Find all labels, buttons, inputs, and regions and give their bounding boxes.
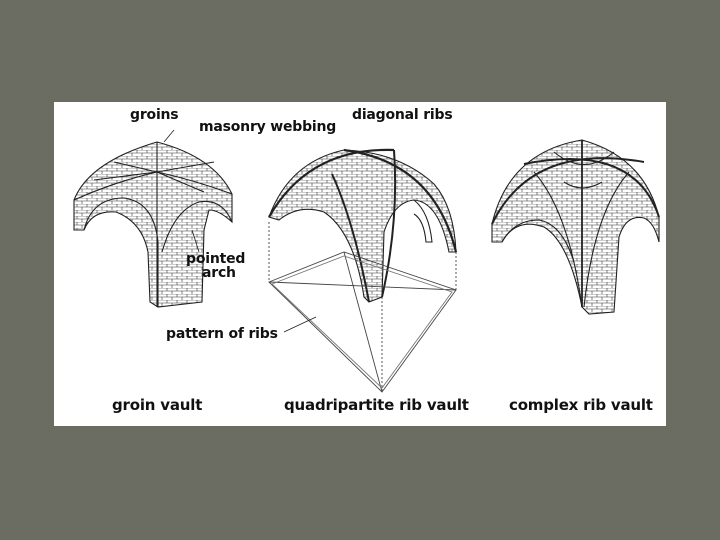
- vault-diagram-figure: groins masonry webbing diagonal ribs poi…: [54, 102, 666, 426]
- diagonal-ribs-label: diagonal ribs: [352, 107, 453, 123]
- rib-plan-pattern: [268, 222, 457, 393]
- pointed-label: pointed: [186, 251, 246, 267]
- groin-vault-drawing: [73, 141, 233, 308]
- quadripartite-rib-vault-caption: quadripartite rib vault: [284, 396, 469, 414]
- quadripartite-vault-drawing: [268, 148, 458, 303]
- groin-vault-caption: groin vault: [112, 396, 203, 414]
- label-leader-lines: [163, 129, 317, 333]
- vault-drawings: [73, 129, 660, 393]
- complex-rib-vault-caption: complex rib vault: [509, 396, 653, 414]
- groins-label: groins: [130, 107, 179, 123]
- pattern-of-ribs-label: pattern of ribs: [166, 326, 278, 342]
- arch-label: arch: [202, 265, 236, 281]
- masonry-webbing-label: masonry webbing: [199, 119, 337, 135]
- complex-vault-drawing: [491, 139, 660, 315]
